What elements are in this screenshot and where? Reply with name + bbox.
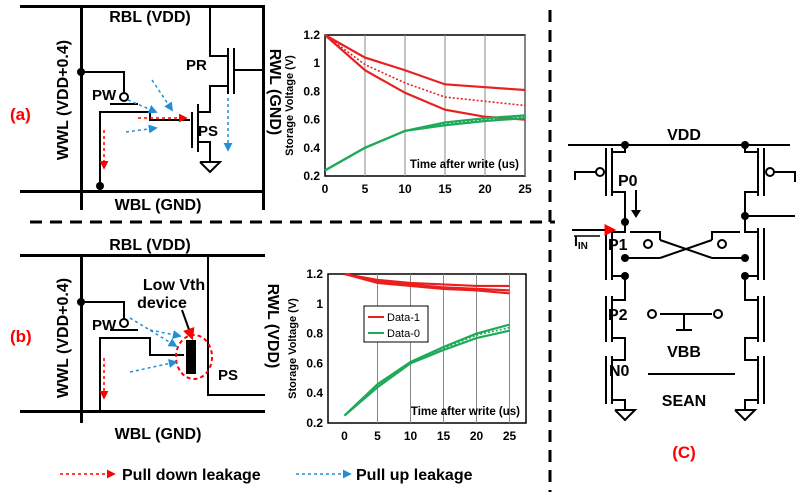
sean-label: SEAN (662, 393, 706, 410)
rwl-label-a: RWL (GND) (266, 49, 283, 136)
iin-label: IIN (574, 233, 588, 252)
panel-a-circuit (20, 5, 265, 210)
n0-label: N0 (609, 363, 630, 380)
y-axis-label: Storage Voltage (V) (284, 55, 296, 156)
y-tick-label: 0.6 (306, 356, 323, 370)
series-line-s5 (324, 117, 526, 172)
plot-area (327, 273, 527, 424)
x-tick-label: 10 (398, 182, 412, 196)
x-tick-label: 20 (470, 429, 484, 443)
low-vth-label-line1: Low Vth (143, 277, 205, 294)
y-tick-label: 1.2 (303, 28, 320, 42)
chart-b: 0.2 0.4 0.6 0.8 1 1.2 0 5 10 15 20 25 Storage Voltag… (287, 267, 527, 443)
y-tick-label: 0.6 (303, 113, 320, 127)
y-axis-label: Storage Voltage (V) (287, 298, 299, 399)
p0-current-arrowhead (631, 210, 641, 218)
x-axis-label: Time after write (us) (411, 406, 520, 418)
series-line-data-0 (343, 323, 510, 417)
legend-entry: Data-0 (387, 328, 420, 340)
panel-c-nodes (621, 141, 749, 280)
panel-c-circuit (568, 144, 796, 422)
x-tick-label: 0 (341, 429, 348, 443)
x-tick-label: 0 (322, 182, 329, 196)
rwl-label-b: RWL (VDD) (264, 284, 281, 369)
y-tick-label: 1 (316, 297, 323, 311)
series-line-s1 (344, 272, 510, 292)
series-line-s1 (324, 34, 526, 107)
x-axis-label: Time after write (us) (410, 159, 519, 171)
wbl-label-a: WBL (GND) (115, 197, 202, 214)
chart-a: 0.2 0.4 0.6 0.8 1 1.2 0 5 10 15 20 25 Storage Voltag… (284, 28, 532, 196)
legend-box (363, 305, 429, 343)
pw-label-b: PW (92, 317, 117, 334)
x-tick-label: 5 (362, 182, 369, 196)
series-line-s0 (324, 34, 526, 92)
y-tick-label: 0.4 (303, 141, 320, 155)
series-line-data-1 (344, 272, 510, 288)
series-line-s2 (344, 272, 510, 295)
wbl-line-a (20, 190, 265, 193)
y-tick-label: 0.2 (306, 416, 323, 430)
panel-c-bubbles (595, 167, 775, 319)
legend-entry: Data-1 (387, 312, 420, 324)
vdd-label-c: VDD (667, 127, 701, 144)
y-tick-label: 0.8 (303, 84, 320, 98)
y-tick-label: 0.2 (303, 169, 320, 183)
series-line-s5 (343, 329, 510, 417)
p0-label: P0 (618, 173, 638, 190)
wwl-label-b: WWL (VDD+0.4) (55, 278, 72, 398)
rwl-line-a (262, 6, 265, 210)
x-tick-label: 25 (503, 429, 517, 443)
wwl-label-a: WWL (VDD+0.4) (55, 40, 72, 160)
vbb-label: VBB (667, 344, 701, 361)
pr-label: PR (186, 57, 207, 74)
panel-b-circuit (20, 254, 265, 423)
x-tick-label: 15 (438, 182, 452, 196)
wbl-label-b: WBL (GND) (115, 426, 202, 443)
rbl-label-a: RBL (VDD) (109, 9, 190, 26)
pw-label-a: PW (92, 87, 117, 104)
x-tick-label: 10 (404, 429, 418, 443)
panel-a-label: (a) (10, 105, 31, 124)
panel-b-label: (b) (10, 327, 32, 346)
y-tick-label: 0.4 (306, 386, 323, 400)
rbl-label-b: RBL (VDD) (109, 237, 190, 254)
pull-down-legend-label: Pull down leakage (122, 467, 261, 484)
x-tick-label: 5 (374, 429, 381, 443)
y-tick-label: 1.2 (306, 267, 323, 281)
p1-label: P1 (608, 237, 628, 254)
ps-label-b: PS (218, 367, 238, 384)
panel-c-label: (C) (672, 443, 696, 462)
rbl-line-a (20, 5, 265, 8)
x-tick-label: 25 (518, 182, 532, 196)
low-vth-label-line2: device (137, 295, 187, 312)
p2-label: P2 (608, 307, 628, 324)
x-tick-label: 20 (478, 182, 492, 196)
plot-area (324, 34, 526, 177)
x-tick-label: 15 (437, 429, 451, 443)
y-tick-label: 1 (313, 56, 320, 70)
wwl-line-a (80, 6, 83, 210)
pull-up-legend-label: Pull up leakage (356, 467, 473, 484)
y-tick-label: 0.8 (306, 327, 323, 341)
ps-label-a: PS (198, 123, 218, 140)
